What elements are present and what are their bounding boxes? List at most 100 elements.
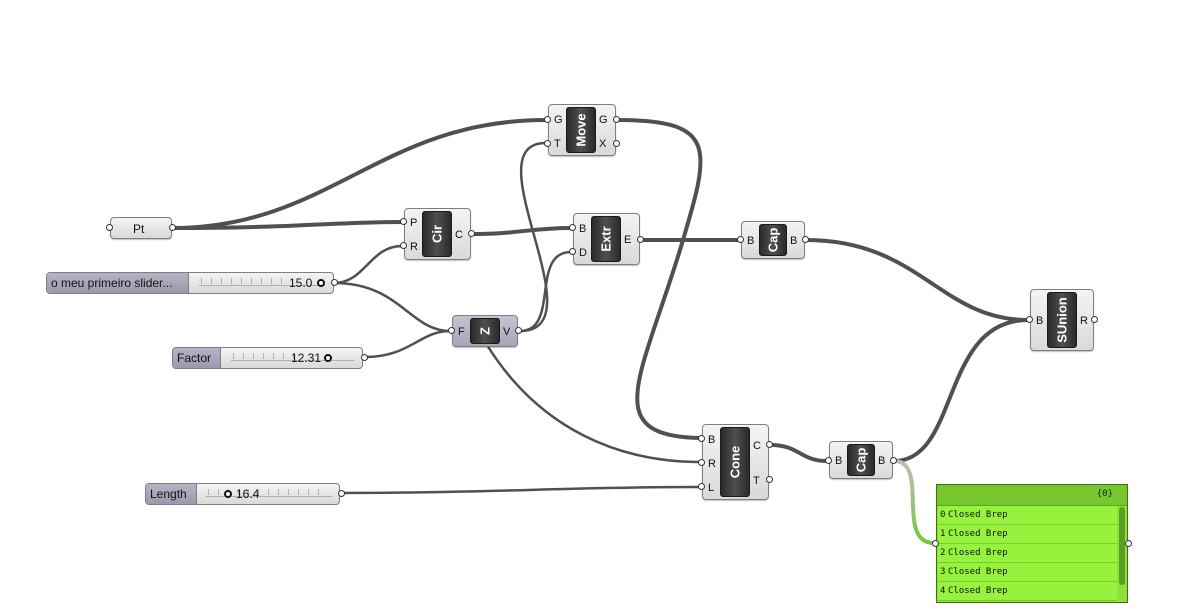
- cap1-b-out-grip[interactable]: [802, 236, 809, 243]
- wire-factor-z[interactable]: [363, 329, 452, 359]
- cir-r-grip[interactable]: [400, 242, 407, 249]
- cir-p-grip[interactable]: [400, 218, 407, 225]
- move-name: Move: [573, 113, 589, 147]
- z-input-f-label: F: [458, 326, 465, 338]
- cap2-name: Cap: [853, 447, 869, 473]
- cap-component-1[interactable]: B Cap B: [741, 221, 805, 259]
- slider-factor-track[interactable]: [231, 354, 355, 361]
- extr-e-grip[interactable]: [637, 236, 644, 243]
- wire-pt-move[interactable]: [170, 118, 548, 230]
- slider-length-value: 16.4: [236, 487, 260, 501]
- sunion-b-grip[interactable]: [1026, 316, 1033, 323]
- slider-primeiro[interactable]: o meu primeiro slider... 15.0: [46, 272, 334, 294]
- slider-length-knob[interactable]: [224, 490, 232, 498]
- slider-length-name: Length: [146, 484, 197, 504]
- move-component[interactable]: G T Move G X: [548, 104, 616, 156]
- slider-primeiro-name: o meu primeiro slider...: [47, 273, 189, 293]
- cap2-output-b-label: B: [878, 455, 886, 467]
- sunion-output-r-label: R: [1080, 315, 1088, 327]
- cone-component[interactable]: B R L Cone C T: [702, 424, 769, 500]
- wire-cap-sunion[interactable]: [804, 238, 1030, 322]
- slider-length-ticks: [208, 489, 328, 495]
- slider-primeiro-value: 15.0: [289, 276, 313, 290]
- wire-length-cone[interactable]: [338, 485, 702, 495]
- slider-length[interactable]: Length 16.4: [145, 483, 340, 505]
- extr-name: Extr: [598, 226, 614, 252]
- wire-z-cone[interactable]: [485, 343, 702, 464]
- extr-input-b-label: B: [579, 223, 587, 235]
- extr-input-d-label: D: [579, 247, 587, 259]
- cone-core[interactable]: Cone: [720, 427, 750, 497]
- slider-factor[interactable]: Factor 12.31: [172, 347, 363, 369]
- wire-move-cone[interactable]: [616, 118, 703, 440]
- cir-input-r-label: R: [410, 241, 418, 253]
- cir-core[interactable]: Cir: [422, 211, 452, 257]
- panel-scrollbar[interactable]: [1119, 507, 1125, 585]
- slider-primeiro-output-grip[interactable]: [331, 279, 338, 286]
- panel-output-grip[interactable]: [1125, 540, 1132, 547]
- cap1-b-in-grip[interactable]: [737, 236, 744, 243]
- cone-name: Cone: [727, 445, 743, 479]
- wire-cap2-panel[interactable]: [892, 459, 936, 545]
- extr-core[interactable]: Extr: [591, 216, 621, 262]
- cone-input-r-label: R: [708, 458, 716, 470]
- wire-z-extr[interactable]: [518, 250, 573, 333]
- slider-factor-knob[interactable]: [324, 354, 332, 362]
- pt-param[interactable]: Pt: [110, 217, 172, 239]
- sunion-component[interactable]: B SUnion R: [1030, 289, 1094, 351]
- wire-cir-extr[interactable]: [470, 226, 573, 236]
- panel-input-grip[interactable]: [932, 540, 939, 547]
- z-core[interactable]: Z: [470, 318, 500, 344]
- cone-c-grip[interactable]: [766, 441, 773, 448]
- wire-slider-cir[interactable]: [332, 244, 404, 285]
- wire-cone-cap[interactable]: [768, 443, 829, 463]
- pt-input-grip[interactable]: [106, 224, 113, 231]
- move-core[interactable]: Move: [566, 107, 596, 153]
- wire-pt-cir[interactable]: [170, 220, 404, 230]
- extr-d-grip[interactable]: [569, 248, 576, 255]
- slider-primeiro-knob[interactable]: [317, 279, 325, 287]
- cap2-b-in-grip[interactable]: [825, 457, 832, 464]
- move-x-out-grip[interactable]: [613, 140, 620, 147]
- wire-cap2-sunion[interactable]: [892, 318, 1030, 463]
- move-g-in-grip[interactable]: [544, 116, 551, 123]
- wire-slider-z[interactable]: [332, 281, 452, 333]
- sunion-core[interactable]: SUnion: [1047, 292, 1077, 348]
- cir-c-grip[interactable]: [468, 230, 475, 237]
- sunion-r-grip[interactable]: [1091, 316, 1098, 323]
- cap2-b-out-grip[interactable]: [890, 457, 897, 464]
- z-component[interactable]: F Z V: [452, 315, 518, 347]
- slider-factor-ticks: [233, 353, 303, 359]
- wire-z-move[interactable]: [518, 141, 549, 333]
- z-f-grip[interactable]: [448, 327, 455, 334]
- pt-output-grip[interactable]: [169, 224, 176, 231]
- move-g-out-grip[interactable]: [613, 116, 620, 123]
- panel-path-label: {0}: [1096, 489, 1113, 499]
- move-t-in-grip[interactable]: [544, 140, 551, 147]
- cir-component[interactable]: P R Cir C: [404, 208, 471, 260]
- move-output-x-label: X: [599, 138, 607, 150]
- z-name: Z: [477, 327, 493, 335]
- cone-output-t-label: T: [753, 475, 760, 487]
- cap2-core[interactable]: Cap: [847, 444, 875, 476]
- cone-b-grip[interactable]: [698, 435, 705, 442]
- slider-length-output-grip[interactable]: [338, 490, 345, 497]
- sunion-name: SUnion: [1054, 297, 1070, 343]
- sunion-input-b-label: B: [1036, 315, 1044, 327]
- z-v-grip[interactable]: [515, 327, 522, 334]
- pt-label: Pt: [133, 222, 145, 236]
- slider-primeiro-track[interactable]: [199, 279, 325, 286]
- cap1-core[interactable]: Cap: [759, 224, 787, 256]
- extr-b-grip[interactable]: [569, 224, 576, 231]
- cone-l-grip[interactable]: [698, 483, 705, 490]
- cone-t-grip[interactable]: [766, 476, 773, 483]
- slider-length-track[interactable]: [206, 490, 332, 497]
- slider-factor-output-grip[interactable]: [361, 354, 368, 361]
- cap-component-2[interactable]: B Cap B: [829, 441, 893, 479]
- extr-component[interactable]: B D Extr E: [573, 213, 640, 265]
- cone-r-grip[interactable]: [698, 459, 705, 466]
